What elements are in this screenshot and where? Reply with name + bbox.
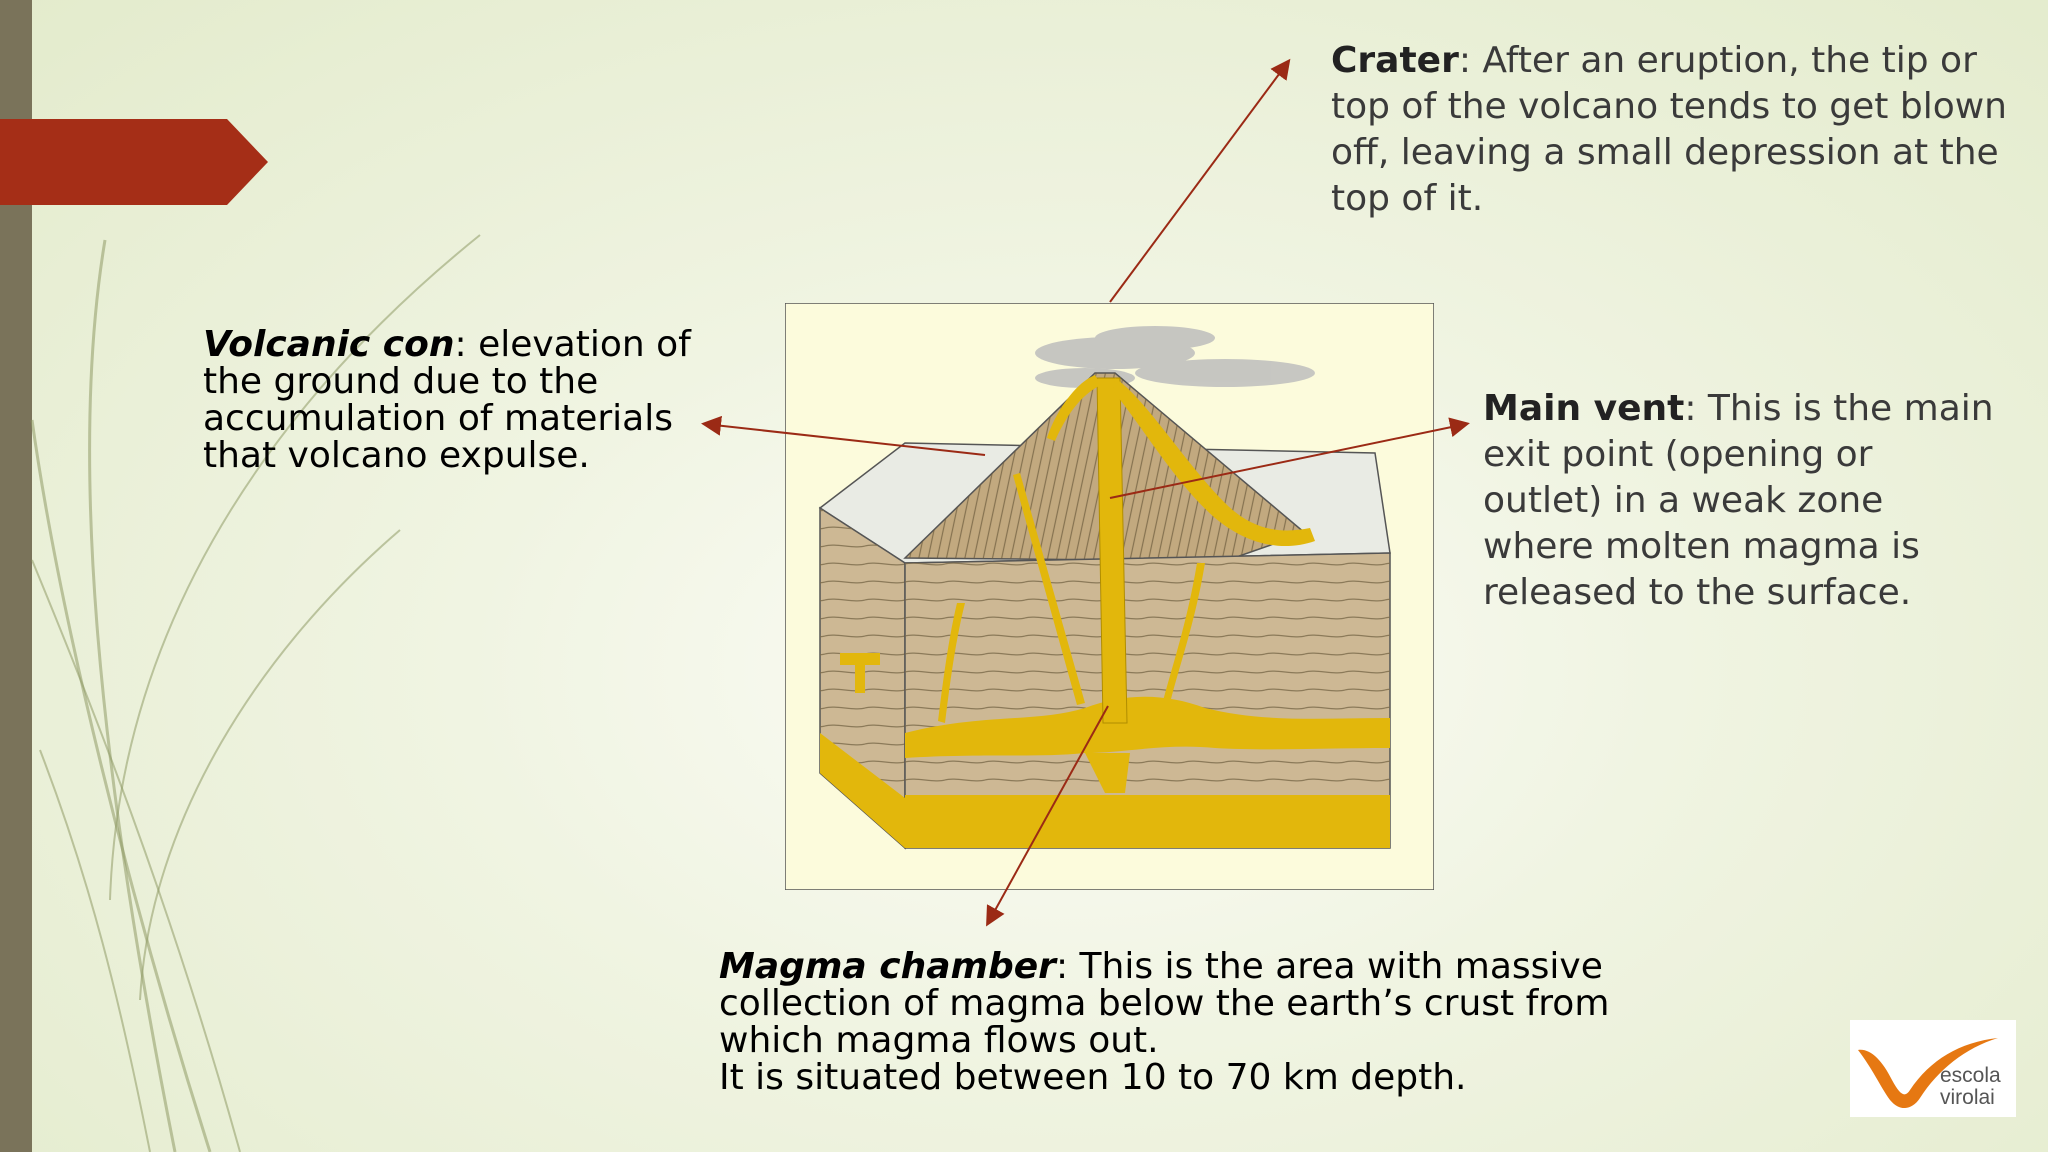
logo-text-line2: virolai — [1940, 1086, 1995, 1109]
ash-cloud — [1035, 326, 1315, 388]
crater-term: Crater — [1331, 40, 1459, 81]
logo-check-mark-icon — [1858, 1038, 1998, 1109]
main-vent-description: : This is the main exit point (opening o… — [1483, 388, 1994, 613]
volcanic-cone-term: Volcanic con — [203, 324, 455, 365]
volcanic-cone-label: Volcanic con: elevation of the ground du… — [203, 326, 723, 474]
main-vent-term: Main vent — [1483, 388, 1685, 429]
school-logo: escola virolai — [1850, 1020, 2016, 1117]
main-vent-label: Main vent: This is the main exit point (… — [1483, 386, 2003, 616]
title-accent-arrow — [0, 119, 268, 205]
crater-description: : After an eruption, the tip or top of t… — [1331, 40, 2007, 219]
magma-chamber-line1: Magma chamber: This is the area with mas… — [719, 948, 1719, 1059]
crater-label: Crater: After an eruption, the tip or to… — [1331, 38, 2031, 222]
magma-chamber-depth: It is situated between 10 to 70 km depth… — [719, 1057, 1467, 1098]
magma-chamber-description: : This is the area with massive collecti… — [719, 946, 1610, 1061]
magma-chamber-term: Magma chamber — [719, 946, 1056, 987]
logo-text-line1: escola — [1940, 1064, 2001, 1087]
magma-chamber-label: Magma chamber: This is the area with mas… — [719, 948, 1719, 1096]
volcanic-cone-description: : elevation of the ground due to the acc… — [203, 324, 691, 476]
volcano-cross-section-diagram — [785, 303, 1434, 890]
